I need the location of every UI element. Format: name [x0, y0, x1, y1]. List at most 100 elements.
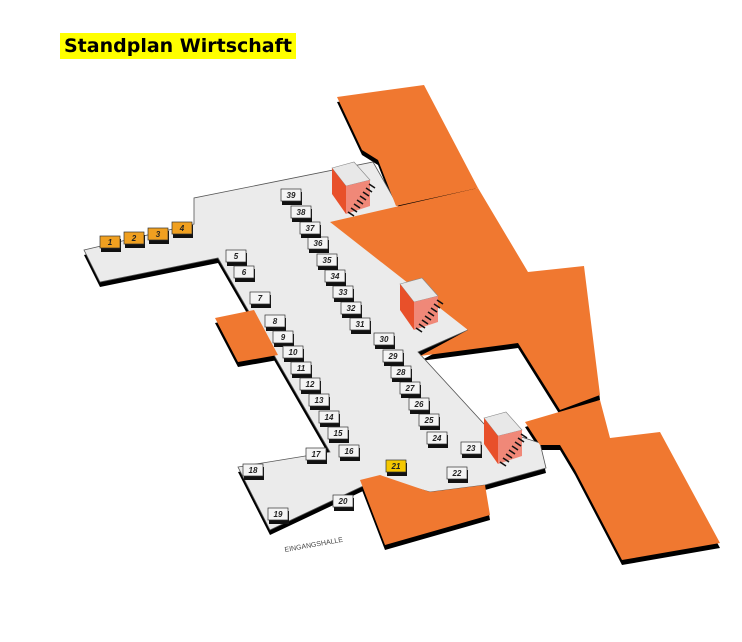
booth-box — [318, 410, 340, 424]
hall-top — [337, 85, 478, 206]
booth-14[interactable]: 14 — [318, 410, 340, 427]
booth-box — [147, 227, 169, 241]
staircase-icon — [483, 411, 528, 467]
booth-box — [242, 463, 264, 477]
booth-box — [249, 291, 271, 305]
booth-19[interactable]: 19 — [267, 507, 289, 524]
hall-center — [330, 188, 600, 410]
booth-3[interactable]: 3 — [147, 227, 169, 244]
booth-31[interactable]: 31 — [349, 317, 371, 334]
booth-17[interactable]: 17 — [305, 447, 327, 464]
booth-box — [305, 447, 327, 461]
booth-box — [225, 249, 247, 263]
booth-30[interactable]: 30 — [373, 332, 395, 349]
booth-number: 23 — [466, 444, 476, 453]
booth-number: 26 — [414, 400, 424, 409]
booth-number: 5 — [234, 252, 239, 261]
booth-29[interactable]: 29 — [382, 349, 404, 366]
booth-number: 22 — [452, 469, 462, 478]
booth-37[interactable]: 37 — [299, 221, 321, 238]
booth-4[interactable]: 4 — [171, 221, 193, 238]
booth-number: 33 — [339, 288, 348, 297]
booth-box — [280, 188, 302, 202]
booth-number: 36 — [314, 239, 323, 248]
hall-left — [215, 310, 278, 362]
booth-number: 35 — [323, 256, 332, 265]
booth-number: 19 — [274, 510, 283, 519]
booth-number: 38 — [297, 208, 306, 217]
booth-box — [373, 332, 395, 346]
booth-5[interactable]: 5 — [225, 249, 247, 266]
booth-11[interactable]: 11 — [290, 361, 312, 378]
booth-12[interactable]: 12 — [299, 377, 321, 394]
booth-number: 34 — [331, 272, 340, 281]
booth-box — [99, 235, 121, 249]
booth-number: 17 — [312, 450, 321, 459]
booth-number: 20 — [338, 497, 348, 506]
booth-number: 25 — [424, 416, 434, 425]
booth-box — [327, 426, 349, 440]
booth-number: 31 — [356, 320, 365, 329]
booth-26[interactable]: 26 — [408, 397, 430, 414]
booth-33[interactable]: 33 — [332, 285, 354, 302]
booth-22[interactable]: 22 — [446, 466, 468, 483]
booth-25[interactable]: 25 — [418, 413, 440, 430]
booth-16[interactable]: 16 — [338, 444, 360, 461]
booth-number: 2 — [131, 234, 137, 243]
booth-7[interactable]: 7 — [249, 291, 271, 308]
booth-15[interactable]: 15 — [327, 426, 349, 443]
booth-box — [272, 330, 294, 344]
booth-number: 28 — [396, 368, 406, 377]
booth-2[interactable]: 2 — [123, 231, 145, 248]
booth-1[interactable]: 1 — [99, 235, 121, 252]
booth-38[interactable]: 38 — [290, 205, 312, 222]
booth-number: 21 — [391, 462, 401, 471]
booth-39[interactable]: 39 — [280, 188, 302, 205]
staircase-icon — [331, 161, 376, 217]
booth-number: 3 — [156, 230, 161, 239]
booth-35[interactable]: 35 — [316, 253, 338, 270]
booth-number: 15 — [334, 429, 343, 438]
hall-entrance — [360, 475, 490, 545]
booth-box — [123, 231, 145, 245]
booth-number: 10 — [289, 348, 298, 357]
booth-number: 29 — [388, 352, 398, 361]
booth-box — [385, 459, 407, 473]
booth-20[interactable]: 20 — [332, 494, 354, 511]
booth-number: 27 — [405, 384, 415, 393]
booth-34[interactable]: 34 — [324, 269, 346, 286]
booth-21[interactable]: 21 — [385, 459, 407, 476]
booth-box — [282, 345, 304, 359]
booth-number: 7 — [258, 294, 263, 303]
booth-box — [460, 441, 482, 455]
booth-10[interactable]: 10 — [282, 345, 304, 362]
booth-28[interactable]: 28 — [390, 365, 412, 382]
booth-number: 4 — [179, 224, 185, 233]
booth-number: 24 — [432, 434, 442, 443]
booth-9[interactable]: 9 — [272, 330, 294, 347]
booth-number: 8 — [273, 317, 278, 326]
booth-36[interactable]: 36 — [307, 236, 329, 253]
booth-number: 13 — [315, 396, 324, 405]
booth-32[interactable]: 32 — [340, 301, 362, 318]
booth-27[interactable]: 27 — [399, 381, 421, 398]
booth-box — [299, 377, 321, 391]
booth-13[interactable]: 13 — [308, 393, 330, 410]
booth-23[interactable]: 23 — [460, 441, 482, 458]
booth-number: 30 — [380, 335, 389, 344]
booth-18[interactable]: 18 — [242, 463, 264, 480]
booth-24[interactable]: 24 — [426, 431, 448, 448]
booth-box — [171, 221, 193, 235]
booth-number: 9 — [281, 333, 286, 342]
booth-6[interactable]: 6 — [233, 265, 255, 282]
booth-number: 1 — [108, 238, 113, 247]
booth-box — [426, 431, 448, 445]
booth-number: 32 — [347, 304, 356, 313]
booth-box — [290, 205, 312, 219]
booth-number: 14 — [325, 413, 334, 422]
booth-8[interactable]: 8 — [264, 314, 286, 331]
booth-number: 39 — [287, 191, 296, 200]
booth-box — [316, 253, 338, 267]
booth-box — [338, 444, 360, 458]
